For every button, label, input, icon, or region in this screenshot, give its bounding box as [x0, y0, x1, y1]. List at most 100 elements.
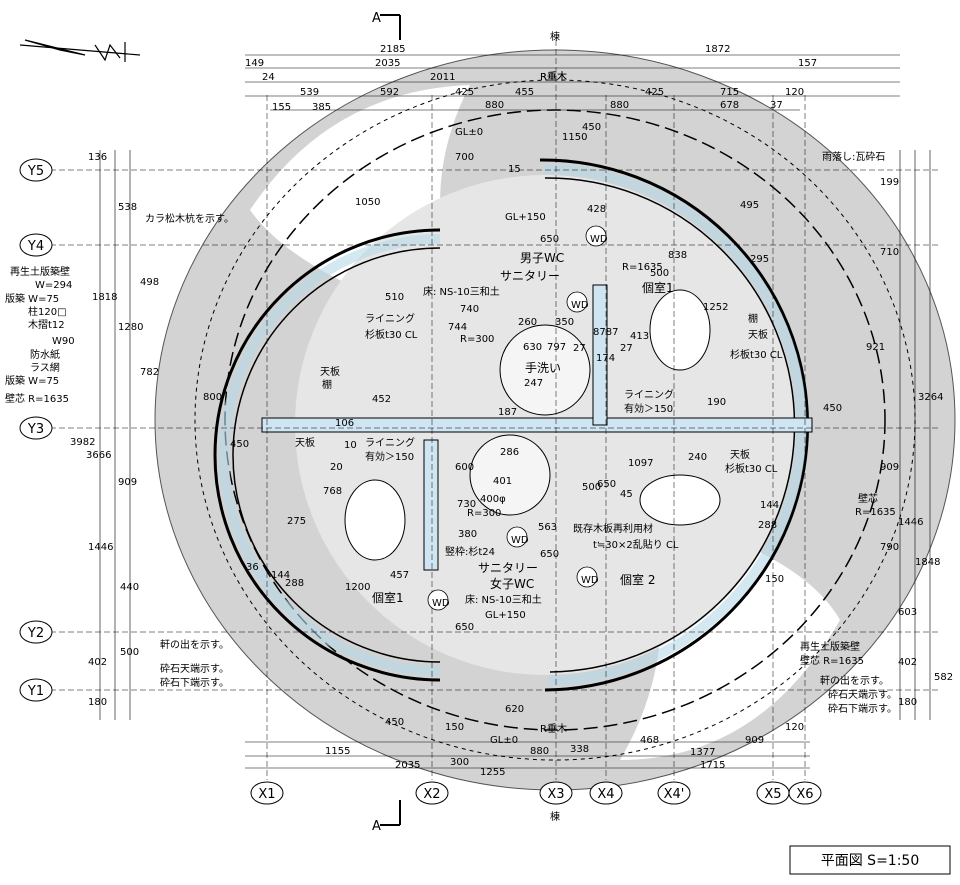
note-core-r: R=1635 [855, 507, 896, 518]
dim-inner: 838 [668, 250, 687, 261]
dim-inner: 740 [460, 304, 479, 315]
note-cedar-4: 杉板t30 CL [730, 348, 783, 361]
dim-inner: 452 [372, 394, 391, 405]
dim-top: 120 [785, 87, 804, 98]
axis-x4p: X4' [664, 787, 685, 802]
dim-lines [99, 54, 931, 769]
dim-top: 715 [720, 87, 739, 98]
dim-left: 402 [88, 657, 107, 668]
room-sanitary-2: サニタリー [478, 561, 538, 575]
dim-inner: 450 [823, 403, 842, 414]
dim-inner: 450 [230, 439, 249, 450]
dim-left: 3666 [86, 450, 111, 461]
room-female-wc: 女子WC [490, 576, 534, 591]
dim-bottom: 1377 [690, 747, 715, 758]
dim-left: 500 [120, 647, 139, 658]
dim-right: 1848 [915, 557, 940, 568]
dim-bottom: 300 [450, 757, 469, 768]
dim-inner: 650 [540, 549, 559, 560]
cross-wall-vertical-bottom [423, 439, 439, 571]
note-lining-1: ライニング [365, 312, 415, 325]
grid-lines [50, 40, 940, 780]
note-gl0-bottom: GL±0 [490, 735, 518, 746]
dim-bottom: 1255 [480, 767, 505, 778]
dim-inner: 450 [582, 122, 601, 133]
dim-inner: 1252 [703, 302, 728, 313]
dim-inner: 260 [518, 317, 537, 328]
note-eaves-l: 軒の出を示す。 [160, 638, 229, 651]
dim-bottom: 338 [570, 744, 589, 755]
note-lining-3: ライニング [365, 436, 415, 449]
cross-wall-horizontal [261, 417, 813, 433]
dim-inner: 27 [620, 343, 633, 354]
legend-line: 防水紙 [30, 348, 60, 361]
dim-right: 710 [880, 247, 899, 258]
north-arrow-icon [19, 39, 141, 62]
dim-top: 880 [485, 100, 504, 111]
dim-inner: 413 [630, 331, 649, 342]
dim-bottom: 909 [745, 735, 764, 746]
dim-top: 2035 [375, 58, 400, 69]
wd-markers [427, 225, 607, 611]
note-wall: 再生土版築壁 [800, 640, 860, 653]
dim-top: 2185 [380, 44, 405, 55]
toilet-3 [639, 474, 721, 526]
dim-inner: 144 [271, 570, 290, 581]
dim-inner: 650 [540, 234, 559, 245]
wd-label: WD [432, 598, 450, 609]
dim-right: 199 [880, 177, 899, 188]
dim-inner: 36 [246, 562, 259, 573]
dim-top: 2011 [430, 72, 455, 83]
dim-left: 136 [88, 152, 107, 163]
dim-bottom: 1715 [700, 760, 725, 771]
wall-left-inner [232, 247, 441, 663]
note-frame: 竪枠:杉t24 [445, 545, 495, 558]
dim-top: 880 [610, 100, 629, 111]
note-shelf-1: 天板 [320, 365, 340, 378]
dim-inner: 457 [390, 570, 409, 581]
dim-top: 37 [770, 100, 783, 111]
room-private-2: 個室 2 [620, 572, 655, 587]
dim-inner: 150 [765, 574, 784, 585]
dim-bottom: 1155 [325, 746, 350, 757]
dim-left: 909 [118, 477, 137, 488]
dim-inner: 295 [750, 254, 769, 265]
dim-inner: 1097 [628, 458, 653, 469]
axis-x1: X1 [258, 787, 275, 802]
dim-inner: 744 [448, 322, 467, 333]
axis-x3: X3 [547, 787, 564, 802]
note-lining-eff-2: 有効＞150 [624, 402, 673, 415]
dim-inner: 428 [587, 204, 606, 215]
dim-left: 498 [140, 277, 159, 288]
dim-bottom: 120 [785, 722, 804, 733]
legend-line: 柱120□ [28, 305, 67, 318]
note-lining-eff-3: 有効＞150 [365, 450, 414, 463]
dim-inner: 700 [455, 152, 474, 163]
dim-inner: 768 [323, 486, 342, 497]
dim-inner: 1200 [345, 582, 370, 593]
note-dia400: 400φ [480, 494, 506, 505]
dim-top: 155 [272, 102, 291, 113]
dim-inner: 27 [573, 343, 586, 354]
legend-line: 壁芯 R=1635 [5, 392, 69, 405]
wall-left-band [219, 234, 441, 676]
title-text: 平面図 S=1:50 [821, 853, 920, 869]
dim-inner: 187 [498, 407, 517, 418]
dim-inner: 350 [555, 317, 574, 328]
dim-bottom: 880 [530, 746, 549, 757]
legend-line: ラス網 [30, 361, 60, 374]
room-male-wc: 男子WC [520, 251, 564, 265]
dim-inner: 288 [285, 578, 304, 589]
wash-basin-2 [469, 434, 551, 516]
dim-inner: R=1635 [622, 262, 663, 273]
dim-inner: 15 [508, 164, 521, 175]
axis-y5: Y5 [27, 164, 44, 179]
wall-left [213, 228, 441, 682]
note-shelf-4: 棚 [748, 312, 758, 325]
dim-top: 678 [720, 100, 739, 111]
wash-basin [499, 324, 591, 416]
dim-inner: 500 [650, 268, 669, 279]
section-mark-bottom [380, 800, 401, 826]
dim-inner: 20 [330, 462, 343, 473]
dim-left: 440 [120, 582, 139, 593]
